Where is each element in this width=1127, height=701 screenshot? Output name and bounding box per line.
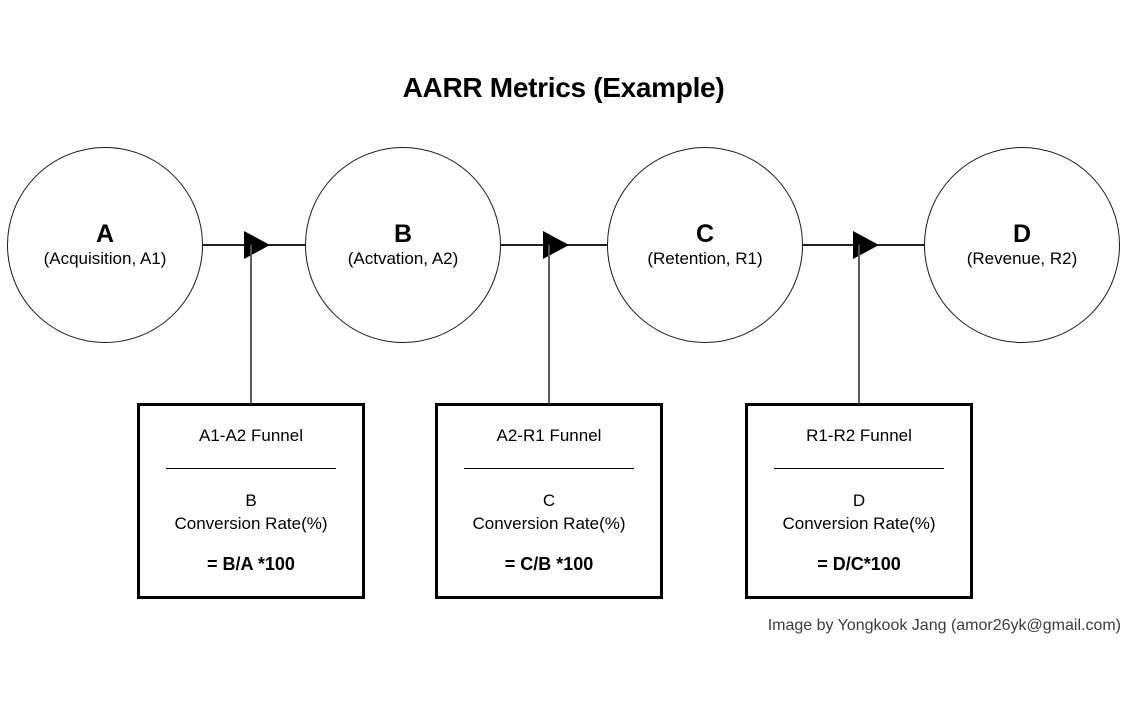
funnel-box-3[interactable]: R1-R2 Funnel D Conversion Rate(%) = D/C*…: [745, 403, 973, 599]
node-circle-c[interactable]: C (Retention, R1): [607, 147, 803, 343]
funnel-metric-2: C Conversion Rate(%): [472, 490, 625, 536]
credit-text: Image by Yongkook Jang (amor26yk@gmail.c…: [767, 617, 1121, 634]
funnel-divider-3: [774, 468, 944, 470]
node-letter-c: C: [695, 219, 715, 248]
funnel-title-3: R1-R2 Funnel: [806, 426, 912, 445]
funnel-title-1: A1-A2 Funnel: [199, 426, 303, 445]
arrowhead-a-b-icon: [244, 231, 270, 259]
funnel-formula-2: = C/B *100: [504, 554, 594, 575]
node-label-d: (Revenue, R2): [966, 248, 1078, 268]
node-letter-d: D: [1012, 219, 1032, 248]
funnel-divider-2: [464, 468, 634, 470]
funnel-metric-line1-2: C: [542, 491, 556, 511]
funnel-title-2: A2-R1 Funnel: [496, 426, 602, 445]
funnel-metric-line1-3: D: [852, 491, 866, 511]
funnel-metric-line2-3: Conversion Rate(%): [782, 514, 936, 534]
funnel-metric-1: B Conversion Rate(%): [174, 490, 327, 536]
node-label-a: (Acquisition, A1): [43, 248, 167, 268]
arrowhead-c-d-icon: [853, 231, 879, 259]
funnel-metric-line1-1: B: [245, 491, 257, 511]
node-letter-b: B: [393, 219, 413, 248]
node-circle-d[interactable]: D (Revenue, R2): [924, 147, 1120, 343]
funnel-divider-1: [166, 468, 336, 470]
node-circle-b[interactable]: B (Actvation, A2): [305, 147, 501, 343]
funnel-metric-3: D Conversion Rate(%): [782, 490, 935, 536]
page-title: AARR Metrics (Example): [402, 72, 725, 103]
funnel-formula-1: = B/A *100: [207, 554, 295, 575]
node-circle-a[interactable]: A (Acquisition, A1): [7, 147, 203, 343]
arrowhead-b-c-icon: [543, 231, 569, 259]
funnel-metric-line2-1: Conversion Rate(%): [174, 514, 328, 534]
node-letter-a: A: [95, 219, 115, 248]
node-label-b: (Actvation, A2): [347, 248, 459, 268]
funnel-formula-3: = D/C*100: [817, 554, 901, 575]
funnel-metric-line2-2: Conversion Rate(%): [472, 514, 626, 534]
funnel-box-2[interactable]: A2-R1 Funnel C Conversion Rate(%) = C/B …: [435, 403, 663, 599]
node-label-c: (Retention, R1): [647, 248, 763, 268]
funnel-box-1[interactable]: A1-A2 Funnel B Conversion Rate(%) = B/A …: [137, 403, 365, 599]
